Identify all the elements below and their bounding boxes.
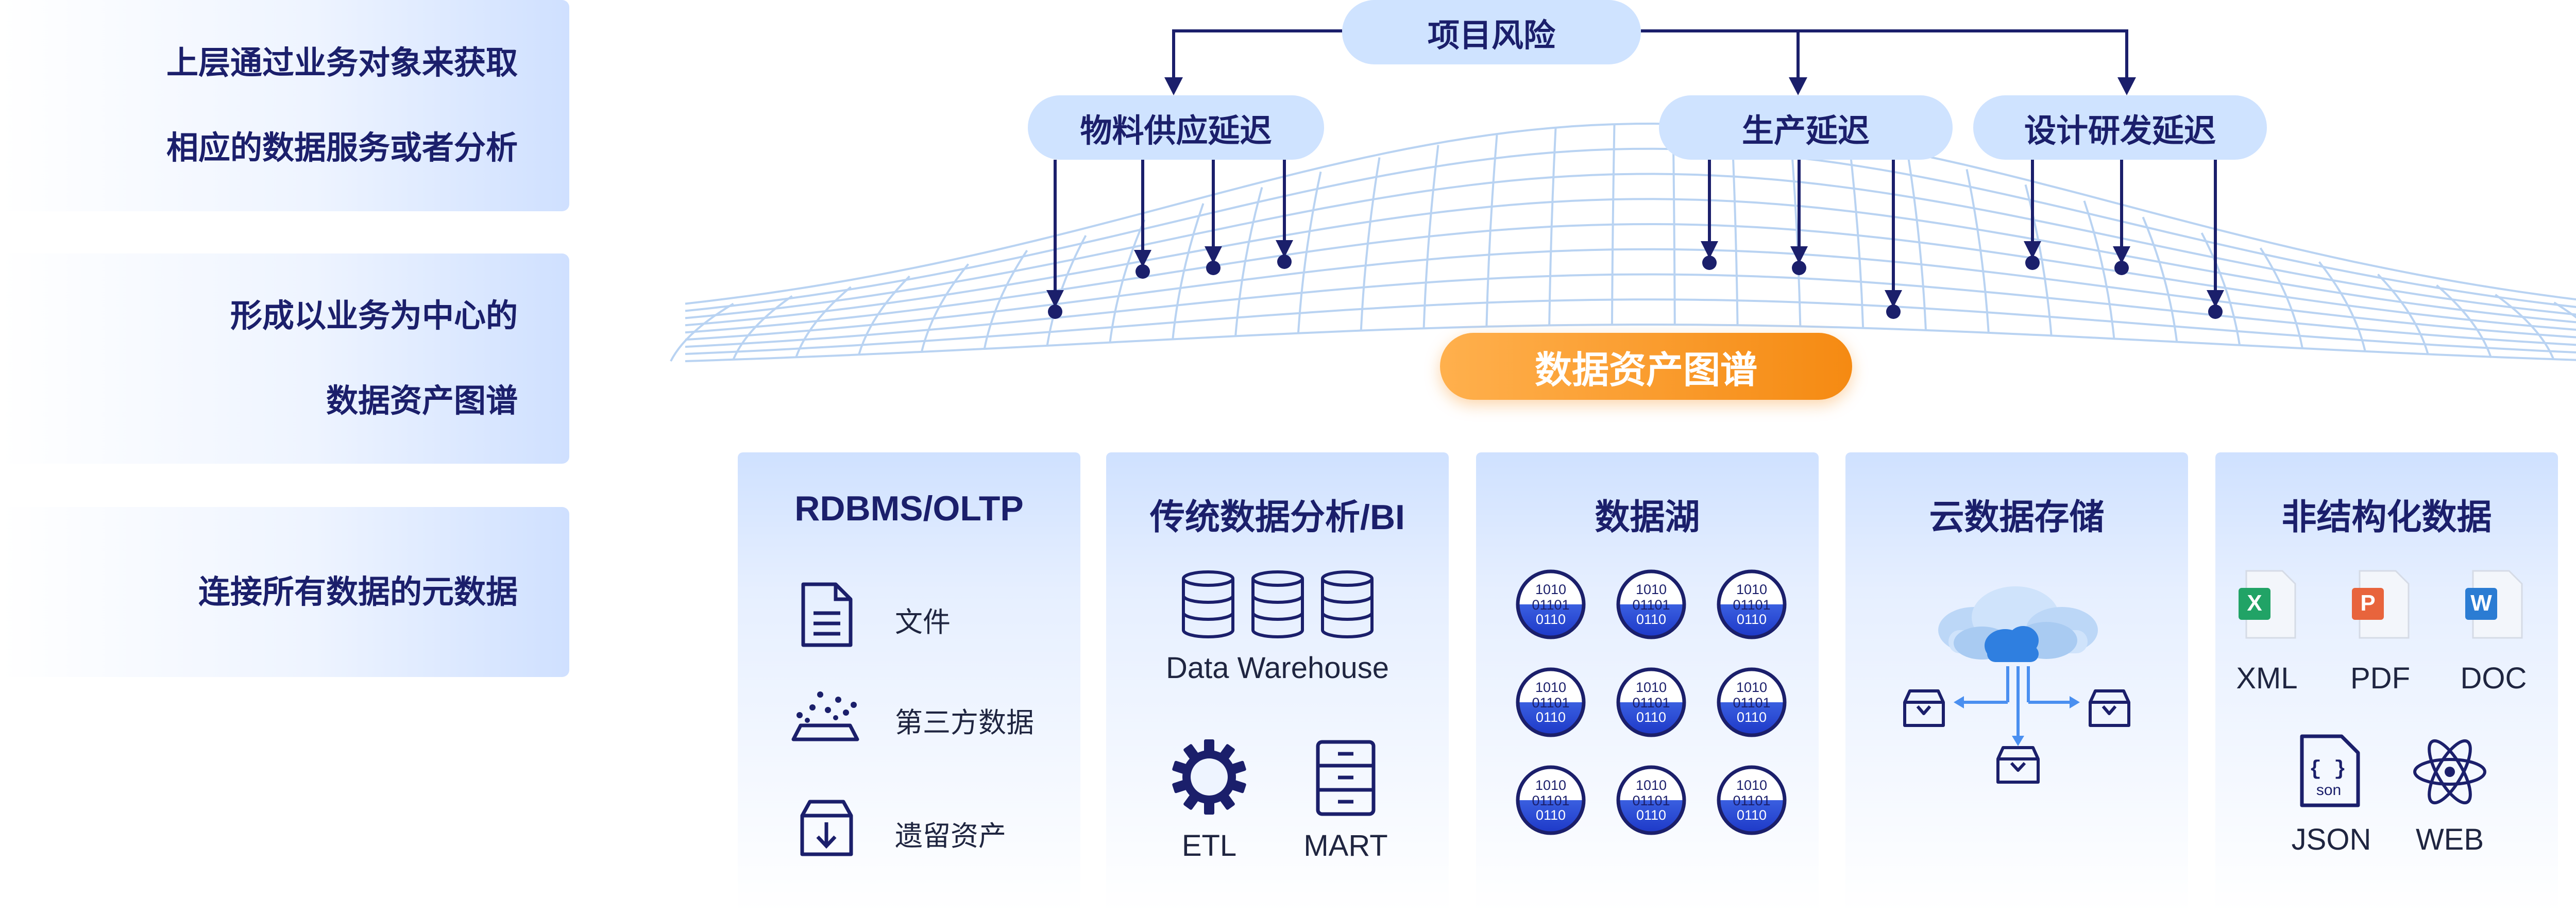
svg-text:1010: 1010 xyxy=(1736,777,1767,793)
json-label: JSON xyxy=(2291,823,2371,856)
mesh-and-arrows xyxy=(670,29,2576,362)
side-panel-line: 相应的数据服务或者分析 xyxy=(166,130,518,166)
doc-label: DOC xyxy=(2460,662,2527,695)
card-title: 传统数据分析/BI xyxy=(1150,498,1405,537)
svg-text:0110: 0110 xyxy=(1536,709,1566,725)
svg-text:1010: 1010 xyxy=(1636,680,1667,695)
svg-text:01101: 01101 xyxy=(1733,597,1770,613)
json-braces: { } xyxy=(2309,758,2346,781)
etl-label: ETL xyxy=(1181,829,1237,863)
xml-file-icon: X xyxy=(2239,570,2296,639)
svg-text:0110: 0110 xyxy=(1536,807,1566,823)
svg-text:1010: 1010 xyxy=(1636,582,1667,597)
json-file-icon: { } son xyxy=(2300,734,2360,807)
card-rdbms: RDBMS/OLTP 文件 第三方数据 遗留资产 xyxy=(738,452,1080,913)
doc-badge: W xyxy=(2470,590,2492,616)
legacy-asset-icon xyxy=(800,800,853,856)
side-panel-asset-graph: 形成以业务为中心的 数据资产图谱 xyxy=(0,253,569,464)
svg-text:1010: 1010 xyxy=(1535,777,1566,793)
tree-arrowheads xyxy=(1164,77,2136,95)
tree-lines xyxy=(1172,29,2128,82)
mart-cabinet-icon xyxy=(1316,740,1376,816)
svg-text:0110: 0110 xyxy=(1636,612,1666,627)
side-panel-line: 上层通过业务对象来获取 xyxy=(166,45,518,81)
svg-text:1010: 1010 xyxy=(1736,680,1767,695)
svg-text:01101: 01101 xyxy=(1532,597,1569,613)
svg-text:0110: 0110 xyxy=(1636,709,1666,725)
node-data-asset-graph: 数据资产图谱 xyxy=(1440,333,1852,400)
doc-file-icon: W xyxy=(2465,570,2523,639)
svg-text:01101: 01101 xyxy=(1532,695,1569,711)
side-panel-metadata: 连接所有数据的元数据 xyxy=(0,507,569,677)
drop-arrows xyxy=(1046,160,2224,319)
svg-text:1010: 1010 xyxy=(1736,582,1767,597)
svg-text:0110: 0110 xyxy=(1737,612,1767,627)
side-panel-line: 数据资产图谱 xyxy=(326,383,518,419)
svg-text:1010: 1010 xyxy=(1535,680,1566,695)
data-warehouse-label: Data Warehouse xyxy=(1165,651,1389,685)
svg-text:0110: 0110 xyxy=(1737,807,1767,823)
svg-text:0110: 0110 xyxy=(1536,612,1566,627)
web-atom-icon xyxy=(2413,739,2486,805)
web-label: WEB xyxy=(2415,823,2484,856)
card-bi: 传统数据分析/BI Data Warehouse ETL xyxy=(1106,452,1449,913)
svg-text:1010: 1010 xyxy=(1636,777,1667,793)
svg-text:01101: 01101 xyxy=(1632,695,1670,711)
database-icons xyxy=(1182,570,1374,638)
xml-label: XML xyxy=(2236,662,2298,695)
svg-text:0110: 0110 xyxy=(1636,807,1666,823)
json-son-text: son xyxy=(2316,782,2341,799)
card-title: 数据湖 xyxy=(1595,498,1700,537)
mesh-grid xyxy=(670,122,2576,362)
svg-text:01101: 01101 xyxy=(1733,793,1770,808)
third-party-data-icon xyxy=(791,691,859,741)
svg-text:0110: 0110 xyxy=(1737,709,1767,725)
node-project-risk: 项目风险 xyxy=(1342,0,1641,64)
card-cloud-storage: 云数据存储 xyxy=(1845,452,2188,913)
gear-icon xyxy=(1172,739,1246,815)
svg-text:01101: 01101 xyxy=(1632,597,1670,613)
card-title: RDBMS/OLTP xyxy=(794,489,1024,528)
svg-text:01101: 01101 xyxy=(1733,695,1770,711)
cloud-icon xyxy=(1938,586,2098,662)
node-design-delay: 设计研发延迟 xyxy=(1973,95,2267,160)
card-title: 非结构化数据 xyxy=(2281,498,2492,537)
svg-text:01101: 01101 xyxy=(1632,793,1670,808)
side-panel-business-objects: 上层通过业务对象来获取 相应的数据服务或者分析 xyxy=(0,0,569,211)
file-icon xyxy=(801,582,853,647)
pdf-label: PDF xyxy=(2350,662,2410,695)
node-material-delay: 物料供应延迟 xyxy=(1028,95,1324,160)
item-file-label: 文件 xyxy=(895,607,951,638)
side-panel-line: 形成以业务为中心的 xyxy=(230,298,518,334)
mart-label: MART xyxy=(1303,829,1388,863)
pdf-file-icon: P xyxy=(2352,570,2410,639)
pdf-badge: P xyxy=(2360,590,2375,616)
card-title: 云数据存储 xyxy=(1929,498,2105,537)
item-third-party-label: 第三方数据 xyxy=(895,707,1034,738)
svg-text:1010: 1010 xyxy=(1535,582,1566,597)
card-unstructured: 非结构化数据 X XML P PDF W DOC { } son JSON WE… xyxy=(2215,452,2558,913)
side-panel-line: 连接所有数据的元数据 xyxy=(198,574,518,610)
svg-text:01101: 01101 xyxy=(1532,793,1569,808)
item-legacy-label: 遗留资产 xyxy=(895,821,1006,852)
xml-badge: X xyxy=(2247,590,2262,616)
node-production-delay: 生产延迟 xyxy=(1659,95,1953,160)
cloud-storage-diagram xyxy=(1903,586,2130,784)
